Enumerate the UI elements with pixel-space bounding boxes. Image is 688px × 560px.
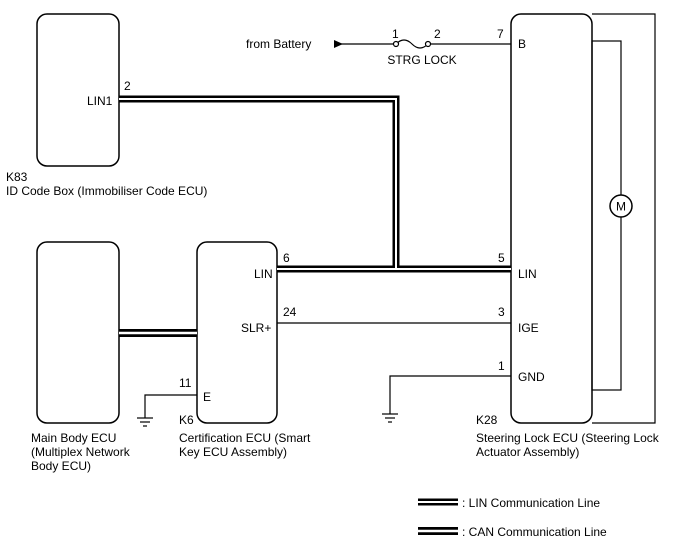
fuse-name: STRG LOCK bbox=[387, 53, 456, 67]
k28-b-label: B bbox=[518, 37, 526, 51]
main-body-ecu-box bbox=[36, 241, 120, 424]
k28-gnd-no: 1 bbox=[498, 359, 505, 373]
k6-slr-label: SLR+ bbox=[241, 321, 271, 335]
k28-gnd-label: GND bbox=[518, 370, 545, 384]
k28-lin-label: LIN bbox=[518, 267, 537, 281]
k83-pin-label: LIN1 bbox=[87, 94, 113, 108]
battery-arrow bbox=[334, 40, 343, 48]
legend-can-label: : CAN Communication Line bbox=[462, 525, 607, 539]
ground-symbol-k28 bbox=[382, 375, 511, 423]
k6-slr-no: 24 bbox=[283, 305, 297, 319]
k28-ige-no: 3 bbox=[498, 305, 505, 319]
k28-code: K28 bbox=[476, 413, 498, 427]
from-battery-label: from Battery bbox=[246, 37, 311, 51]
lin-bus bbox=[119, 95, 511, 273]
k28-ige-label: IGE bbox=[518, 321, 539, 335]
k6-e-label: E bbox=[203, 390, 211, 404]
ground-symbol-k6 bbox=[137, 394, 197, 427]
legend-lin-label: : LIN Communication Line bbox=[462, 496, 600, 510]
steering-lock-ecu-box bbox=[510, 13, 593, 424]
k6-line1: Certification ECU (Smart bbox=[179, 431, 311, 445]
k83-code: K83 bbox=[6, 170, 28, 184]
fuse-pin-1: 1 bbox=[392, 27, 399, 41]
motor-icon bbox=[609, 194, 633, 218]
fuse-terminal-2 bbox=[424, 40, 432, 48]
k83-pin-no: 2 bbox=[124, 79, 131, 93]
k6-line2: Key ECU Assembly) bbox=[179, 445, 287, 459]
k28-line2: Actuator Assembly) bbox=[476, 445, 579, 459]
motor-label: M bbox=[616, 200, 626, 214]
k28-lin-no: 5 bbox=[498, 251, 505, 265]
steering-lock-assembly-frame bbox=[592, 13, 656, 424]
k6-lin-no: 6 bbox=[283, 251, 290, 265]
k28-b-no: 7 bbox=[497, 27, 504, 41]
main-body-line2: (Multiplex Network bbox=[31, 445, 131, 459]
id-code-box bbox=[36, 13, 120, 167]
k28-line1: Steering Lock ECU (Steering Lock bbox=[476, 431, 660, 445]
k83-name: ID Code Box (Immobiliser Code ECU) bbox=[6, 184, 207, 198]
fuse-symbol bbox=[395, 39, 429, 49]
fuse-pin-2: 2 bbox=[434, 27, 441, 41]
k6-e-no: 11 bbox=[179, 376, 192, 390]
k6-code: K6 bbox=[179, 413, 194, 427]
main-body-line1: Main Body ECU bbox=[31, 431, 116, 445]
main-body-line3: Body ECU) bbox=[31, 459, 91, 473]
k6-lin-label: LIN bbox=[254, 267, 273, 281]
fuse-terminal-1 bbox=[392, 40, 400, 48]
